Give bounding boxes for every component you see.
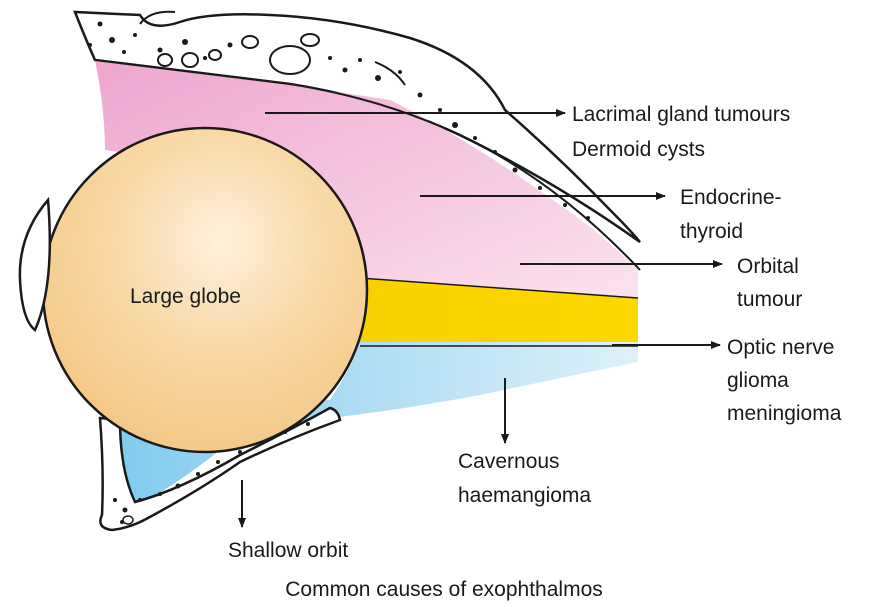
label-orbital-line1: Orbital: [737, 255, 799, 278]
cornea: [18, 196, 52, 332]
label-optic-line3: meningioma: [727, 402, 842, 425]
label-optic-line2: glioma: [727, 369, 789, 392]
orbital-fat-region: [95, 60, 638, 300]
label-large-globe: Large globe: [130, 285, 241, 308]
label-orbital-line2: tumour: [737, 288, 802, 311]
optic-nerve: [360, 278, 638, 342]
label-optic-line1: Optic nerve: [727, 336, 834, 359]
label-lacrimal-line2: Dermoid cysts: [572, 138, 705, 161]
label-endocrine-line2: thyroid: [680, 220, 743, 243]
label-shallow-orbit: Shallow orbit: [228, 539, 348, 562]
figure-caption: Common causes of exophthalmos: [285, 578, 603, 601]
label-endocrine-line1: Endocrine-: [680, 186, 782, 209]
label-cavernous-line1: Cavernous: [458, 450, 560, 473]
bone-marrow-spots: [88, 21, 590, 220]
optic-nerve-upper-edge: [359, 277, 639, 299]
bone-cavities: [139, 10, 406, 86]
label-cavernous-line2: haemangioma: [458, 484, 591, 507]
label-lacrimal-line1: Lacrimal gland tumours: [572, 103, 790, 126]
